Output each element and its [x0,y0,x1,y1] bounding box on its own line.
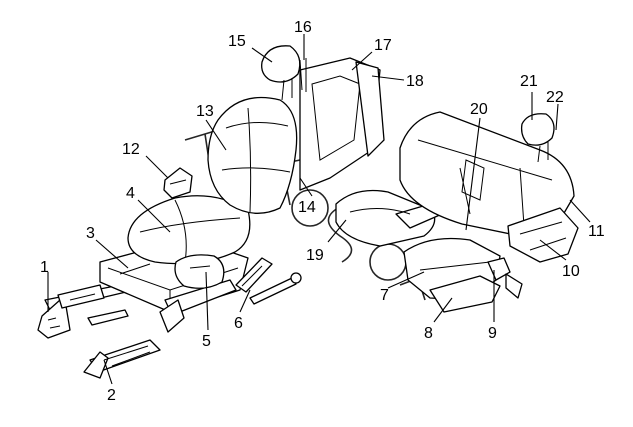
headrest-rear [520,113,555,163]
callout-20: 20 [470,101,488,118]
front-seatback [207,96,298,214]
callout-3: 3 [86,225,95,242]
bench-bolster [507,207,579,263]
callout-12: 12 [122,141,140,158]
callout-16: 16 [294,19,312,36]
latch [163,167,193,199]
callout-19: 19 [306,247,324,264]
callout-13: 13 [196,103,214,120]
callout-9: 9 [488,325,497,342]
rear-bench-backrest [399,111,575,237]
headrest-front [261,45,301,101]
callout-10: 10 [562,263,580,280]
callout-4: 4 [126,185,135,202]
adjuster-lever [235,257,302,305]
callout-7: 7 [380,287,389,304]
callout-8: 8 [424,325,433,342]
callout-18: 18 [406,73,424,90]
seat-rail-left [37,284,129,339]
callout-15: 15 [228,33,246,50]
callout-2: 2 [107,387,116,404]
callout-22: 22 [546,89,564,106]
seat-cushion [127,195,251,265]
callout-17: 17 [374,37,392,54]
callout-5: 5 [202,333,211,350]
callout-1: 1 [40,259,49,276]
belt-buckle [487,257,523,299]
callout-6: 6 [234,315,243,332]
leader-lines [47,34,591,385]
seat-rail-lower [83,339,161,379]
seat-trim [429,275,501,313]
cushion-front-pad [174,254,225,289]
callout-21: 21 [520,73,538,90]
callout-14: 14 [298,199,316,216]
callout-11: 11 [588,223,605,240]
backrest-frame [299,57,385,191]
callout-labels: 1 2 3 4 5 6 7 8 9 10 11 12 13 14 15 16 1… [40,19,605,404]
